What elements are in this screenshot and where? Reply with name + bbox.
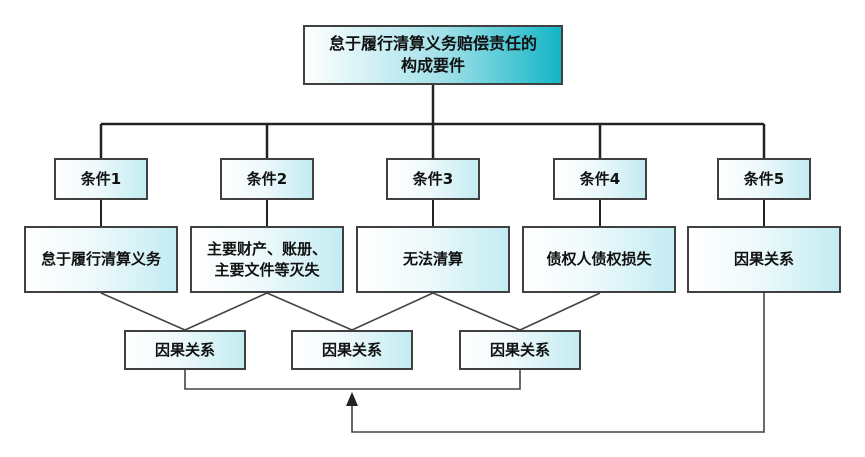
link-element-3-causal-3 xyxy=(432,292,521,331)
link-element-2-causal-2 xyxy=(266,292,353,331)
causal-box-3: 因果关系 xyxy=(459,330,581,370)
return-arrowhead xyxy=(346,392,358,406)
condition-label-4: 条件4 xyxy=(579,169,621,188)
root-box: 怠于履行清算义务赔偿责任的 构成要件 xyxy=(303,25,563,85)
condition-label-5: 条件5 xyxy=(743,169,785,188)
link-element-3-causal-2 xyxy=(351,292,434,331)
causal-bracket xyxy=(184,370,521,390)
element-box-2: 主要财产、账册、 主要文件等灭失 xyxy=(190,226,344,293)
condition-label-2: 条件2 xyxy=(246,169,288,188)
condition-box-4: 条件4 xyxy=(553,158,647,200)
condition-label-1: 条件1 xyxy=(80,169,122,188)
causal-box-2: 因果关系 xyxy=(291,330,413,370)
link-element-1-causal-1 xyxy=(100,292,186,331)
condition-label-3: 条件3 xyxy=(412,169,454,188)
element-label-5: 因果关系 xyxy=(733,250,794,269)
return-path xyxy=(351,293,765,433)
element-label-2: 主要财产、账册、 主要文件等灭失 xyxy=(206,240,327,279)
element-box-5: 因果关系 xyxy=(687,226,841,293)
element-box-3: 无法清算 xyxy=(356,226,510,293)
link-element-2-causal-1 xyxy=(184,292,268,331)
element-label-1: 怠于履行清算义务 xyxy=(40,250,161,269)
element-box-1: 怠于履行清算义务 xyxy=(24,226,178,293)
condition-box-3: 条件3 xyxy=(386,158,480,200)
root-label: 怠于履行清算义务赔偿责任的 构成要件 xyxy=(328,34,537,75)
link-element-4-causal-3 xyxy=(519,292,601,331)
causal-label-1: 因果关系 xyxy=(154,340,215,359)
condition-box-5: 条件5 xyxy=(717,158,811,200)
element-label-4: 债权人债权损失 xyxy=(546,250,652,269)
causal-box-1: 因果关系 xyxy=(124,330,246,370)
condition-box-2: 条件2 xyxy=(220,158,314,200)
element-box-4: 债权人债权损失 xyxy=(522,226,676,293)
element-label-3: 无法清算 xyxy=(402,250,463,269)
causal-label-2: 因果关系 xyxy=(321,340,382,359)
condition-box-1: 条件1 xyxy=(54,158,148,200)
causal-label-3: 因果关系 xyxy=(489,340,550,359)
